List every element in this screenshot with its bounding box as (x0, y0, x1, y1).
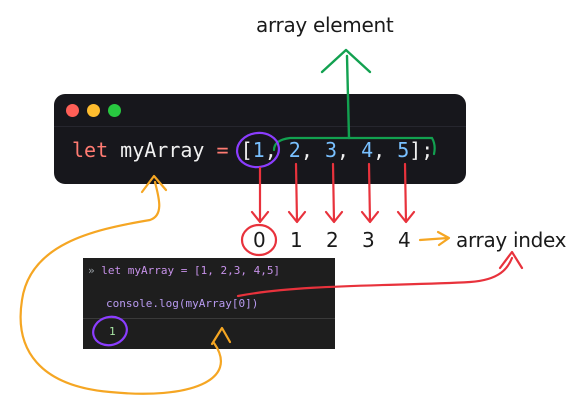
code-line: let myArray = [1, 2, 3, 4, 5]; (72, 138, 434, 162)
red-arrow-2 (324, 162, 344, 224)
index-3: 3 (362, 228, 375, 252)
green-arrow-head (320, 48, 372, 74)
code-value-0: 1 (252, 138, 265, 162)
orange-loop (19, 180, 222, 395)
red-curve-head (498, 250, 524, 270)
minimize-dot-icon (87, 104, 100, 117)
orange-loop-head (140, 174, 168, 194)
console-output: 1 (109, 325, 116, 338)
title-bar-divider (54, 126, 466, 127)
maximize-dot-icon (108, 104, 121, 117)
purple-circle-code (235, 131, 281, 169)
red-curve-console (236, 256, 514, 298)
code-value-2: 3 (324, 138, 337, 162)
red-circle-index (240, 223, 278, 257)
orange-arrow-index (418, 230, 451, 247)
purple-circle-console (92, 315, 128, 347)
array-index-label: array index (456, 228, 567, 252)
index-4: 4 (398, 228, 411, 252)
console-divider (83, 318, 335, 319)
console-input: let myArray = [1, 2,3, 4,5] (101, 264, 281, 277)
orange-console-arrow (210, 326, 232, 346)
red-arrow-1 (287, 162, 307, 224)
red-arrow-3 (360, 162, 380, 224)
code-value-3: 4 (361, 138, 374, 162)
index-0: 0 (253, 228, 266, 252)
code-close-bracket: ]; (409, 138, 434, 162)
console-prompt-icon: » (88, 264, 95, 277)
close-dot-icon (66, 104, 79, 117)
code-value-1: 2 (288, 138, 301, 162)
red-arrow-0 (250, 166, 270, 224)
code-keyword: let (72, 138, 109, 162)
array-element-label: array element (256, 13, 394, 37)
console-input-line: » let myArray = [1, 2,3, 4,5] (88, 264, 280, 277)
code-identifier: myArray (120, 138, 205, 162)
code-open-bracket: [ (240, 138, 253, 162)
code-operator: = (216, 138, 229, 162)
index-2: 2 (326, 228, 339, 252)
green-bracket (272, 136, 436, 156)
code-value-4: 5 (397, 138, 410, 162)
red-arrow-4 (396, 162, 416, 224)
green-arrow-shaft (345, 54, 351, 140)
index-1: 1 (290, 228, 303, 252)
console-log-line: console.log(myArray[0]) (106, 297, 259, 310)
